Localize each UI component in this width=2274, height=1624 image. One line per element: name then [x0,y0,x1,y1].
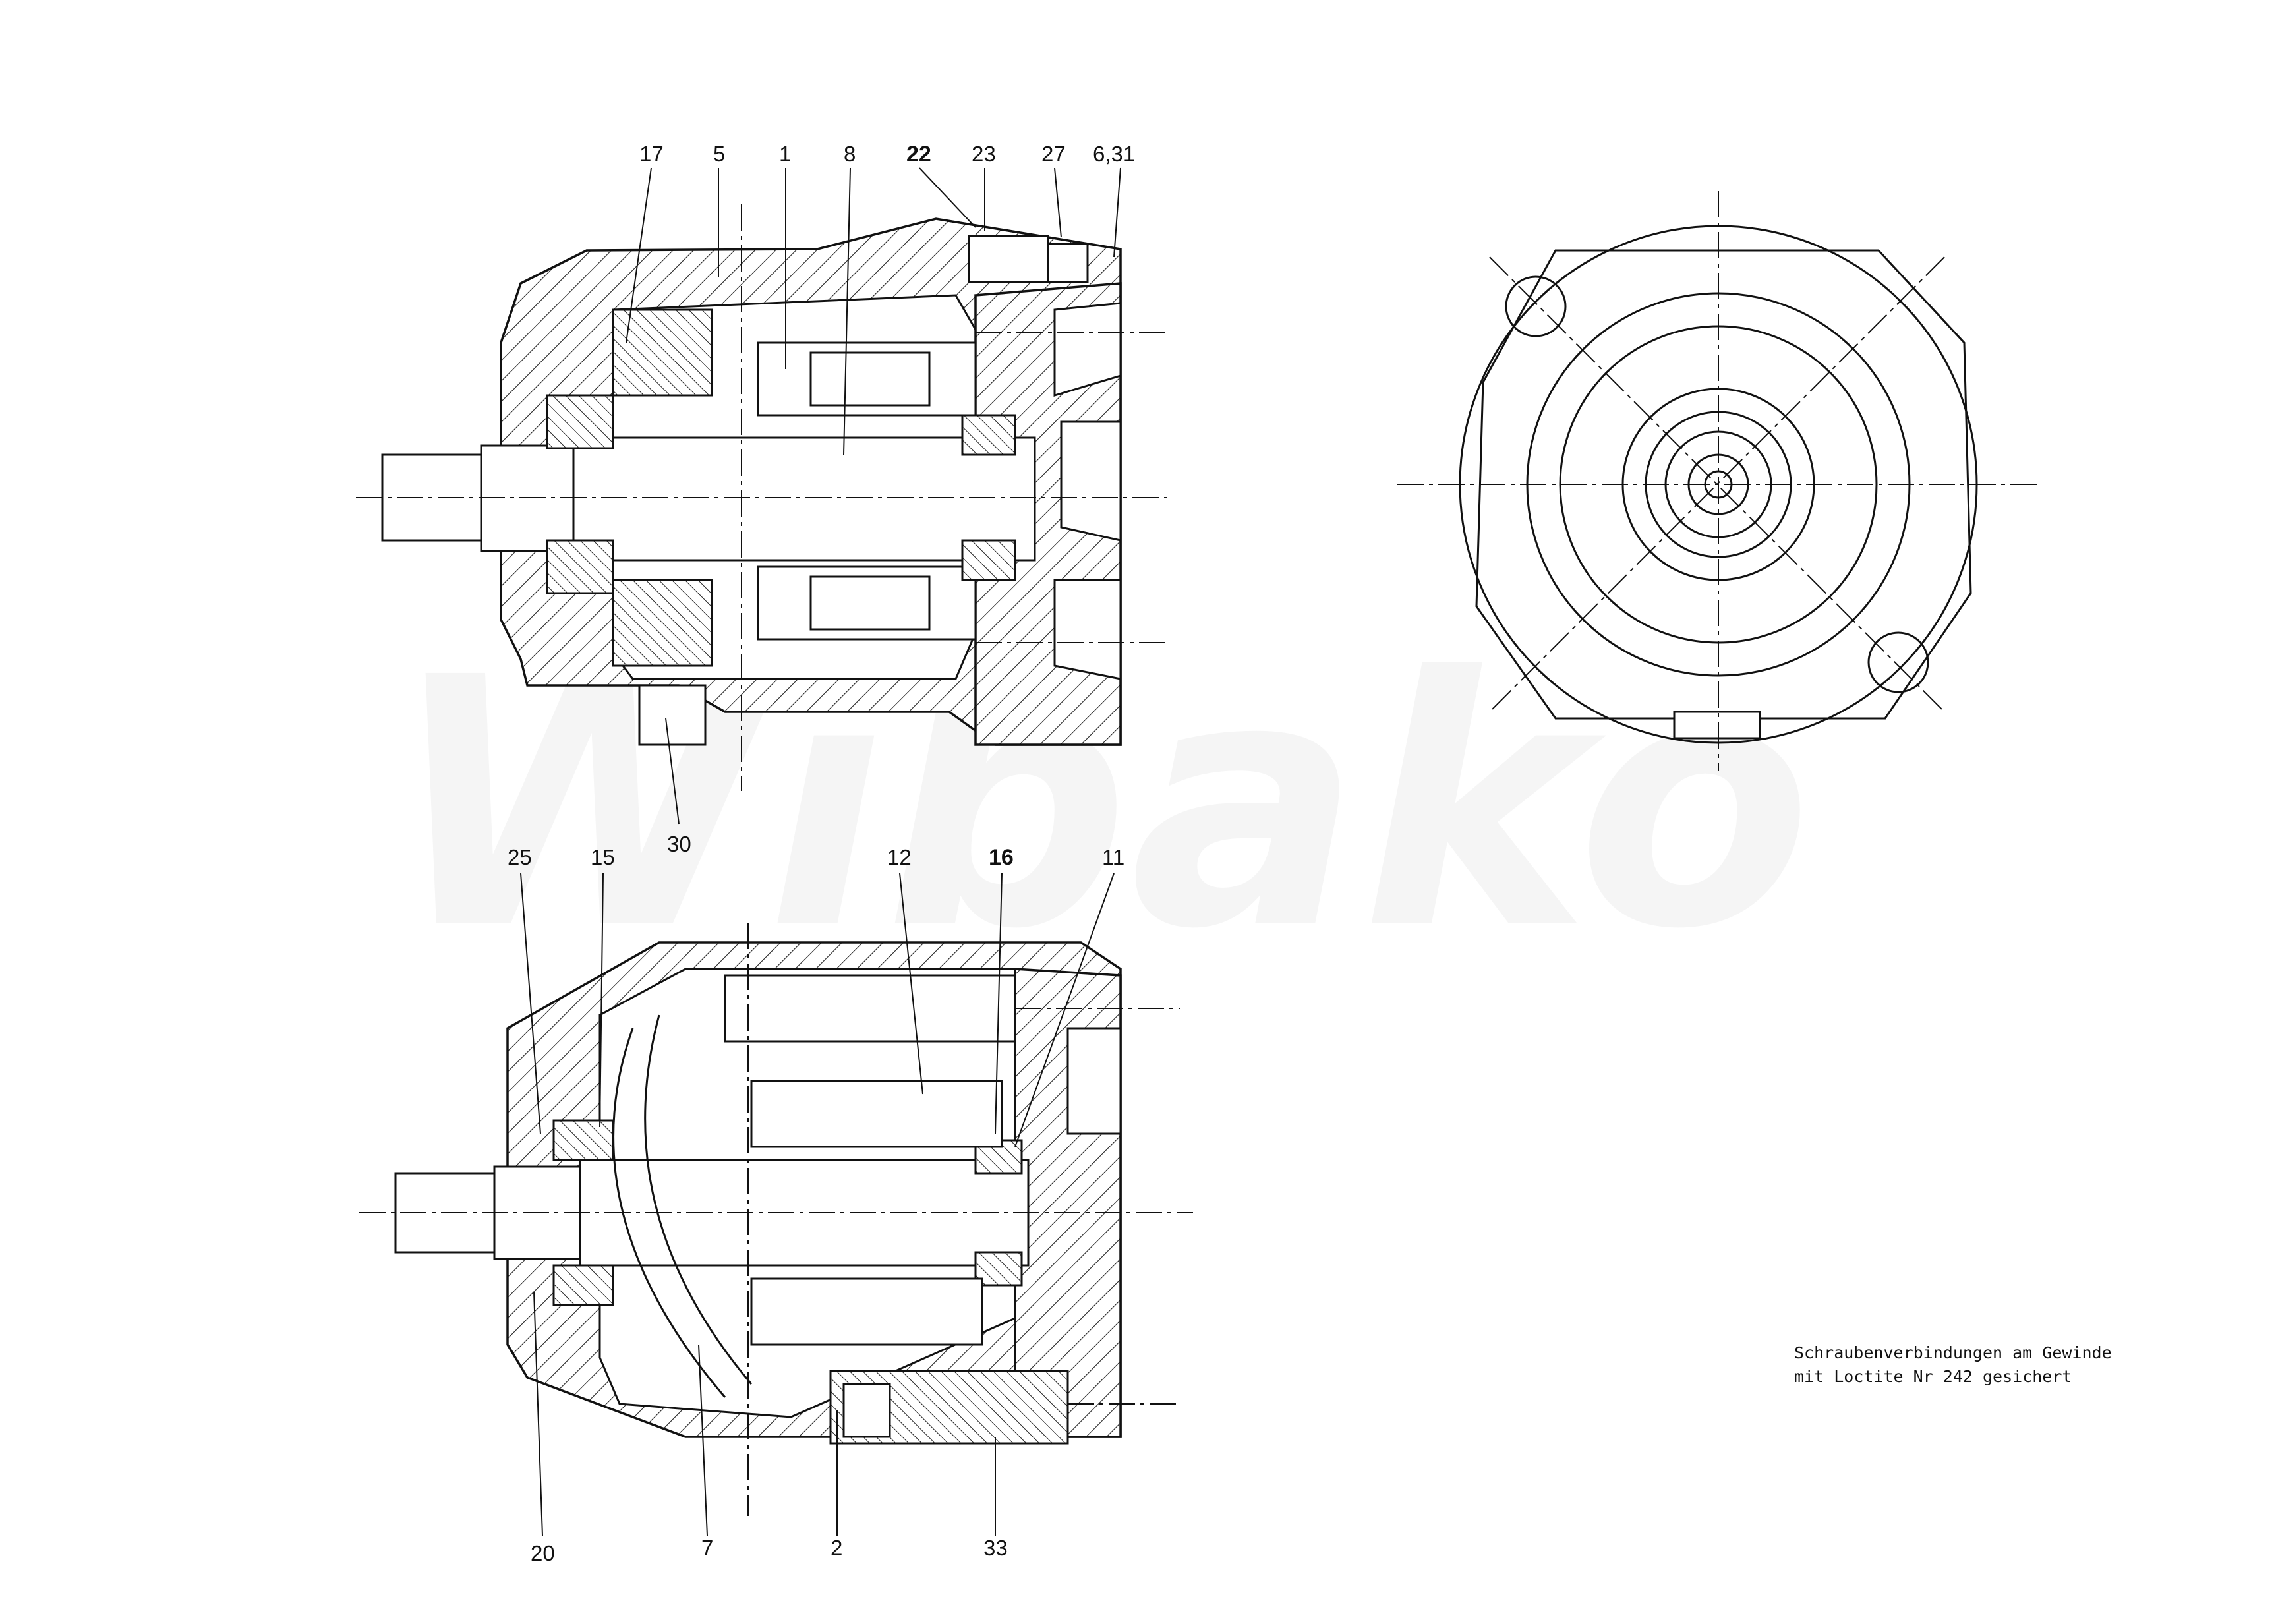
bottom-section-view [359,923,1193,1516]
note-line-1: Schraubenverbindungen am Gewinde [1794,1343,2112,1362]
label-23: 23 [972,142,996,166]
label-30: 30 [667,832,691,856]
label-25: 25 [508,845,532,869]
assembly-note: Schraubenverbindungen am Gewinde mit Loc… [1794,1341,2112,1389]
label-16: 16 [989,845,1014,870]
top-section-view [356,204,1167,791]
label-22: 22 [906,142,931,167]
end-view [1397,191,2037,771]
label-7: 7 [701,1536,713,1560]
label-12: 12 [887,845,912,869]
label-8: 8 [844,142,856,166]
label-15: 15 [591,845,615,869]
label-11: 11 [1102,845,1124,869]
bottom-view-callouts: 25 15 12 16 11 20 7 2 33 [508,845,1124,1565]
label-5: 5 [713,142,725,166]
label-27: 27 [1041,142,1066,166]
label-2: 2 [831,1536,842,1560]
label-17: 17 [639,142,664,166]
label-1: 1 [779,142,791,166]
label-20: 20 [531,1541,555,1565]
note-line-2: mit Loctite Nr 242 gesichert [1794,1367,2072,1386]
label-6-31: 6,31 [1093,142,1135,166]
top-view-callouts: 17 5 1 8 22 23 27 6,31 30 [626,142,1135,856]
label-33: 33 [983,1536,1008,1560]
